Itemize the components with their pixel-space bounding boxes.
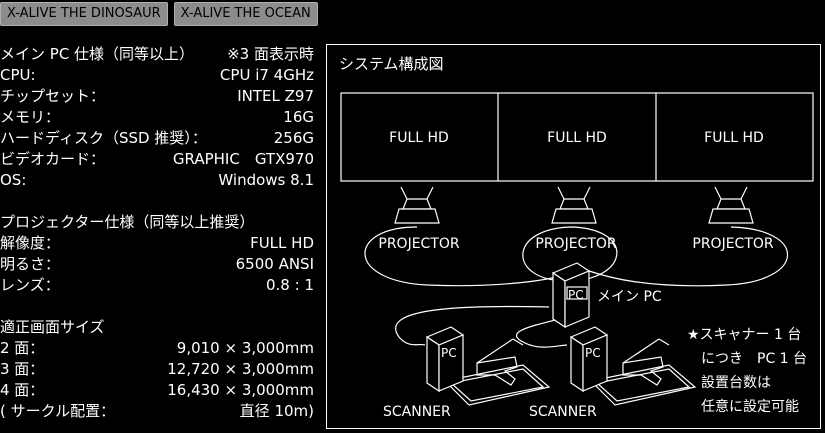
spec-label: ビデオカード： xyxy=(0,150,106,168)
projector-label-3: PROJECTOR xyxy=(692,236,774,252)
screen-heading-row: 適正画面サイズ xyxy=(0,317,314,338)
pc-icon-label-left: PC xyxy=(441,346,457,360)
scanner-label-left: SCANNER xyxy=(383,404,451,420)
spec-value: CPU i7 4GHz xyxy=(219,66,314,84)
cable-loop-right xyxy=(588,226,788,287)
spec-row-memory: メモリ： 16G xyxy=(0,107,314,128)
pc-icon xyxy=(425,326,465,393)
spec-label: 明るさ： xyxy=(0,255,61,273)
projector-label-2: PROJECTOR xyxy=(535,236,617,252)
spec-label: 4 面： xyxy=(0,381,45,399)
spec-value: INTEL Z97 xyxy=(237,87,314,105)
spec-value: Windows 8.1 xyxy=(218,171,314,189)
spec-value: 16G xyxy=(283,108,314,126)
spec-value: 0.8 : 1 xyxy=(266,276,314,294)
projector-icon xyxy=(551,208,597,224)
spec-label: CPU: xyxy=(0,66,36,84)
spec-row-3-screens: 3 面： 12,720 × 3,000mm xyxy=(0,359,314,380)
spec-value: 12,720 × 3,000mm xyxy=(167,360,314,378)
note-line-2: につき PC 1 台 xyxy=(701,351,807,367)
main-pc-icon-label: PC xyxy=(568,288,584,302)
pc-icon xyxy=(569,326,609,393)
scanner-table-left xyxy=(443,364,551,406)
diagram-title: システム構成図 xyxy=(339,55,444,73)
pc-icon-label-right: PC xyxy=(585,346,601,360)
scanner-arm-right xyxy=(622,356,664,386)
spec-value: 直径 10m) xyxy=(239,402,314,420)
cable-loop-left xyxy=(364,226,568,287)
spec-label: メモリ： xyxy=(0,108,61,126)
spec-row-4-screens: 4 面： 16,430 × 3,000mm xyxy=(0,380,314,401)
spec-row-chipset: チップセット： INTEL Z97 xyxy=(0,86,314,107)
spec-value: 6500 ANSI xyxy=(235,255,314,273)
main-pc-heading: メイン PC 仕様（同等以上） xyxy=(0,45,195,63)
main-pc-icon xyxy=(551,262,591,329)
note-line-1: ★スキャナー 1 台 xyxy=(687,327,801,343)
spec-value: 256G xyxy=(273,129,314,147)
note-line-4: 任意に設定可能 xyxy=(701,398,799,415)
scanner-table-right xyxy=(589,364,697,406)
cable-right-pc xyxy=(516,314,576,348)
projector-icon xyxy=(708,208,754,224)
spec-value: GRAPHIC GTX970 xyxy=(172,150,314,168)
tab-dinosaur[interactable]: X-ALIVE THE DINOSAUR xyxy=(0,2,168,26)
system-diagram: FULL HD FULL HD FULL HD PROJECTOR PROJEC… xyxy=(340,92,814,420)
spec-label: 2 面： xyxy=(0,339,45,357)
spec-label: ハードディスク（SSD 推奨）： xyxy=(0,129,207,147)
scanner-label-right: SCANNER xyxy=(529,404,597,420)
spec-row-video: ビデオカード： GRAPHIC GTX970 xyxy=(0,149,314,170)
cable-left-pc xyxy=(395,305,550,346)
projector-heading-row: プロジェクター仕様（同等以上推奨） xyxy=(0,212,314,233)
spec-label: チップセット： xyxy=(0,87,106,105)
screen-label-3: FULL HD xyxy=(704,130,764,146)
system-diagram-panel: システム構成図 xyxy=(326,44,821,429)
projector-heading: プロジェクター仕様（同等以上推奨） xyxy=(0,213,255,231)
spec-row-circle: ( サークル配置： 直径 10m) xyxy=(0,401,314,422)
main-pc-label: メイン PC xyxy=(597,289,662,305)
spec-label: 解像度： xyxy=(0,234,61,252)
spec-label: 3 面： xyxy=(0,360,45,378)
spec-value: FULL HD xyxy=(250,234,314,252)
spec-row-cpu: CPU: CPU i7 4GHz xyxy=(0,65,314,86)
spec-row-disk: ハードディスク（SSD 推奨）： 256G xyxy=(0,128,314,149)
spec-list: メイン PC 仕様（同等以上） ※3 面表示時 CPU: CPU i7 4GHz… xyxy=(0,44,314,422)
main-pc-heading-note: ※3 面表示時 xyxy=(227,45,314,63)
tab-bar: X-ALIVE THE DINOSAUR X-ALIVE THE OCEAN xyxy=(0,0,318,26)
spec-row-os: OS: Windows 8.1 xyxy=(0,170,314,191)
main-pc-heading-row: メイン PC 仕様（同等以上） ※3 面表示時 xyxy=(0,44,314,65)
scanner-arm-left xyxy=(476,356,518,386)
projector-label-1: PROJECTOR xyxy=(378,236,460,252)
spec-row-resolution: 解像度： FULL HD xyxy=(0,233,314,254)
spec-row-brightness: 明るさ： 6500 ANSI xyxy=(0,254,314,275)
spec-label: ( サークル配置： xyxy=(0,402,116,420)
projector-icon xyxy=(394,208,440,224)
spec-label: OS: xyxy=(0,171,27,189)
spec-row-2-screens: 2 面： 9,010 × 3,000mm xyxy=(0,338,314,359)
screen-wall xyxy=(340,92,814,182)
screen-heading: 適正画面サイズ xyxy=(0,318,105,336)
tab-ocean[interactable]: X-ALIVE THE OCEAN xyxy=(173,2,318,26)
screen-label-1: FULL HD xyxy=(389,130,449,146)
spec-label: レンズ： xyxy=(0,276,60,294)
spec-value: 9,010 × 3,000mm xyxy=(176,339,314,357)
screen-label-2: FULL HD xyxy=(547,130,607,146)
spec-row-lens: レンズ： 0.8 : 1 xyxy=(0,275,314,296)
note-line-3: 設置台数は xyxy=(701,375,771,391)
spec-value: 16,430 × 3,000mm xyxy=(167,381,314,399)
